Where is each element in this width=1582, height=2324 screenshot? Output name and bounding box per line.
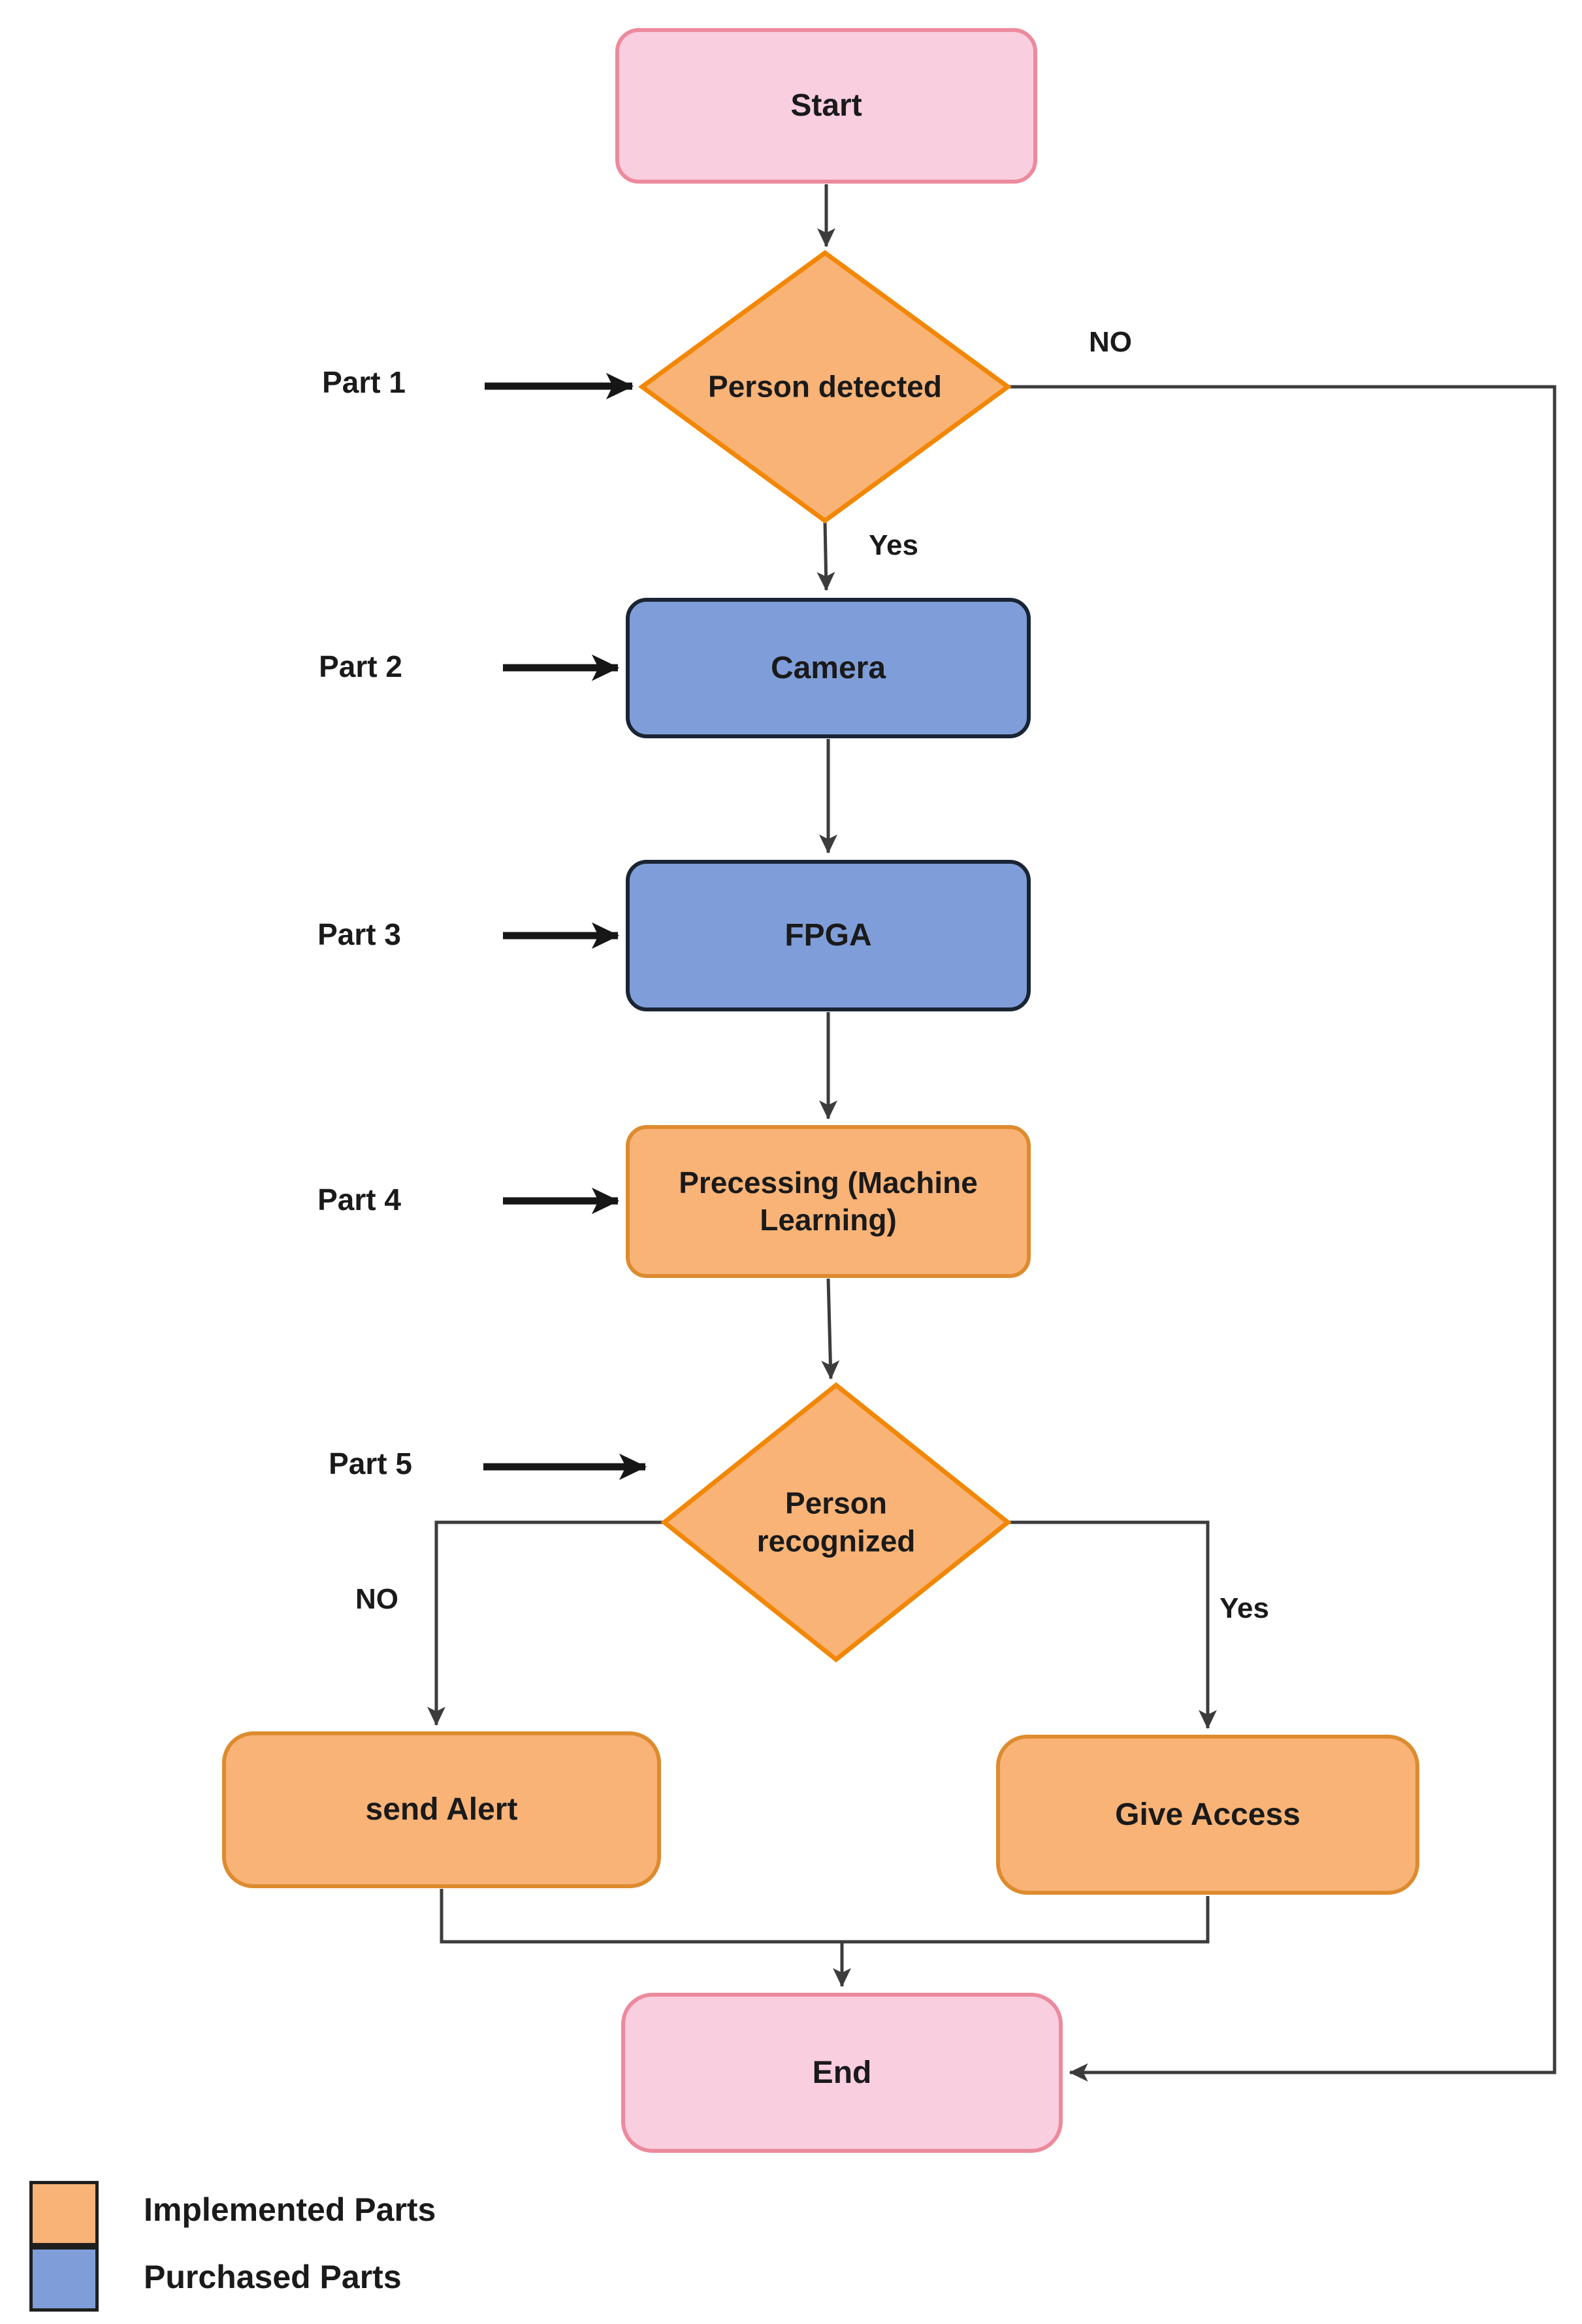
detected-no-label: NO [1089,326,1132,358]
person-recognized-decision [660,1382,1012,1663]
person-detected-decision [638,250,1012,524]
edge-person-recognized-no-to-send-alert [427,1520,664,1726]
part1-label: Part 1 [322,365,406,399]
implemented-parts-swatch [29,2181,99,2246]
recognized-yes-label: Yes [1219,1592,1269,1624]
part5-label: Part 5 [329,1447,412,1481]
edge-person-detected-no-to-end [1008,385,1557,2082]
purchased-parts-label: Purchased Parts [144,2259,402,2295]
edge-merge-send-alert-give-access [440,1889,1210,1944]
edge-person-detected-yes-to-camera [816,521,835,591]
person-recognized-label: Person recognized [756,1486,916,1558]
implemented-parts-label: Implemented Parts [144,2191,436,2228]
part4-label: Part 4 [317,1183,401,1217]
detected-yes-label: Yes [869,529,918,561]
purchased-parts-swatch [29,2246,99,2312]
edge-person-recognized-yes-to-give-access [1008,1520,1217,1729]
person-detected-label: Person detected [708,369,942,404]
recognized-no-label: NO [355,1583,398,1615]
part2-label: Part 2 [319,649,402,683]
edge-processing-to-person-recognized [821,1278,840,1380]
part3-label: Part 3 [317,917,401,951]
